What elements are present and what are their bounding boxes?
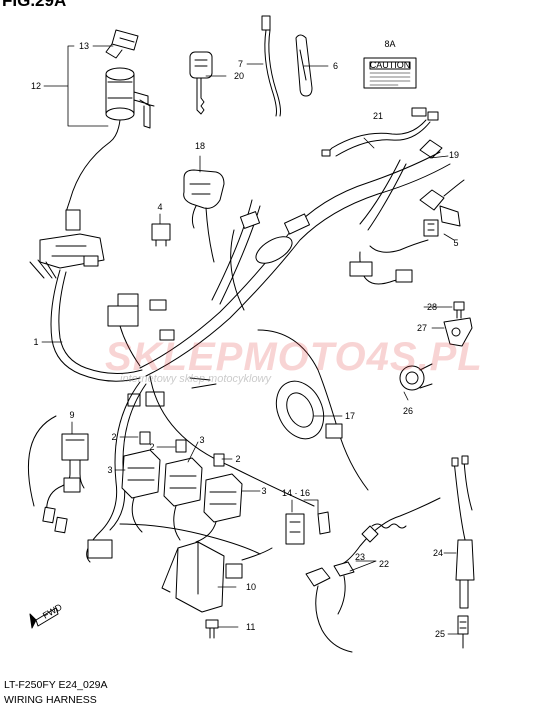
watermark-tagline: internetowy sklep motocyklowy [120, 373, 272, 385]
label-22: 22 [379, 559, 389, 569]
label-20: 20 [234, 71, 244, 81]
label-23: 23 [355, 552, 365, 562]
fuse-part-2b [175, 439, 187, 453]
label-4: 4 [157, 202, 162, 212]
holder-part-5 [423, 205, 461, 237]
label-3c: 3 [261, 486, 266, 496]
label-7: 7 [238, 59, 243, 69]
bolt-part-11 [205, 619, 219, 639]
label-17: 17 [345, 411, 355, 421]
label-1: 1 [33, 337, 38, 347]
starter-lead-part-22 [341, 497, 441, 565]
lead-wire-part-21 [321, 107, 439, 157]
label-5: 5 [453, 238, 458, 248]
main-harness-part-1 [29, 151, 451, 563]
fuse-holder-part-3b [163, 457, 203, 541]
label-2c: 2 [235, 454, 240, 464]
figure-caption: WIRING HARNESS [4, 694, 97, 706]
plug-cap-part-25 [457, 615, 469, 649]
callout-labels: 13 12 20 7 6 8A 21 18 19 4 5 28 27 1 26 … [31, 39, 459, 639]
label-8a: 8A [384, 39, 395, 49]
key-part-20 [189, 51, 213, 115]
label-3b: 3 [199, 435, 204, 445]
label-18: 18 [195, 141, 205, 151]
label-24: 24 [433, 548, 443, 558]
fwd-text: FWD [41, 602, 64, 621]
spark-plug-lead-part-24 [451, 455, 475, 609]
ignition-switch-part-12 [65, 67, 155, 213]
label-10: 10 [246, 582, 256, 592]
label-27: 27 [417, 323, 427, 333]
fuse-holder-part-3c [195, 473, 243, 543]
label-14-16: 14 · 16 [282, 488, 310, 498]
decal-text: CAUTION [370, 60, 411, 70]
label-13: 13 [79, 41, 89, 51]
bracket-part-27 [443, 317, 473, 347]
label-28: 28 [427, 302, 437, 312]
label-2b: 2 [149, 442, 154, 452]
coupler-part-14-16 [285, 511, 331, 545]
leader-lines [41, 45, 459, 635]
bracket-part-10 [161, 541, 273, 613]
fuse-holder-part-3a [121, 449, 161, 533]
cable-tie-part-7 [261, 15, 281, 117]
fwd-arrow-icon: FWD [29, 602, 64, 629]
horn-part-17 [257, 329, 369, 491]
label-6: 6 [333, 61, 338, 71]
label-9: 9 [69, 410, 74, 420]
label-26: 26 [403, 406, 413, 416]
label-11: 11 [246, 622, 255, 632]
figure-title: FIG.29A [2, 0, 67, 10]
watermark-brand: SKLEPMOTO4S.PL [105, 335, 483, 379]
label-12: 12 [31, 81, 41, 91]
clamp-part-6 [295, 34, 313, 97]
relay-part-9 [27, 415, 89, 534]
fuse-part-2a [139, 431, 151, 445]
fuse-part-2c [213, 453, 225, 467]
switch-part-18 [183, 169, 225, 263]
ignition-key-part-13 [105, 29, 139, 59]
socket-part-26 [399, 363, 433, 391]
label-3a: 3 [107, 465, 112, 475]
label-21: 21 [373, 111, 383, 121]
label-19: 19 [449, 150, 459, 160]
bolt-part-28 [453, 301, 465, 319]
label-25: 25 [435, 629, 445, 639]
relay-part-4 [151, 223, 171, 247]
caution-decal-part-8a: CAUTION [363, 57, 417, 89]
label-2a: 2 [111, 432, 116, 442]
figure-code: LT-F250FY E24_029A [4, 679, 108, 691]
holder-part-23 [305, 561, 355, 653]
